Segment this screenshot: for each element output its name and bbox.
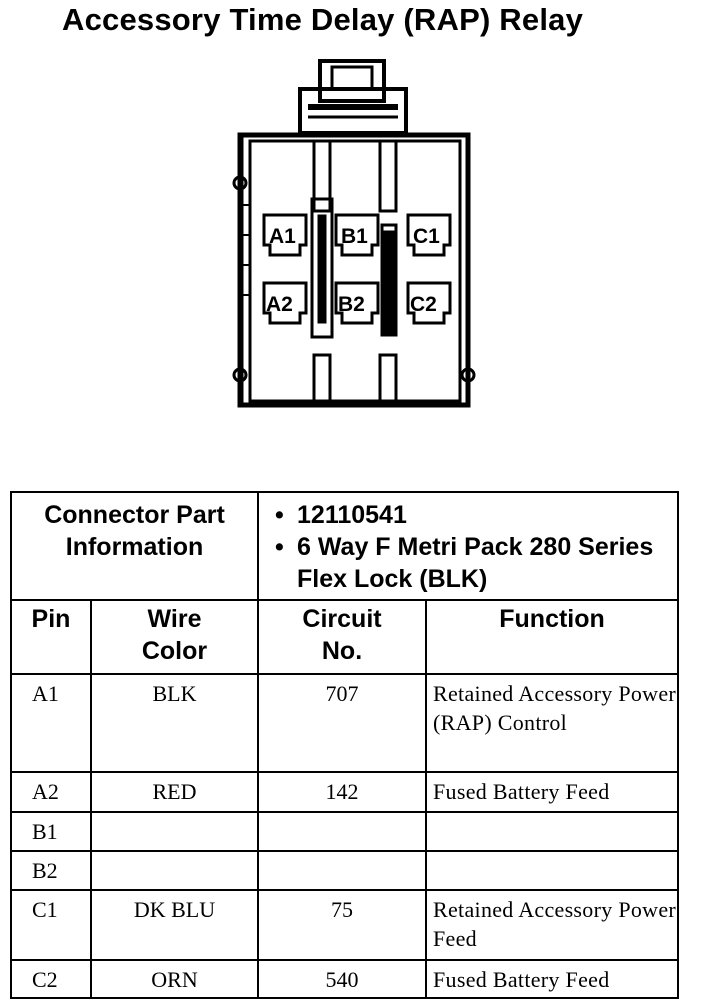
- connector-part-label-cell: Connector Part Information: [9, 491, 260, 601]
- header-circuit: Circuit No.: [302, 605, 382, 665]
- connector-part-label: Connector Part Information: [44, 501, 225, 561]
- cell-function: Retained Accessory Power (RAP) Control: [433, 681, 677, 735]
- cell-pin: B1: [32, 819, 58, 844]
- table-row: C1 DK BLU 75 Retained Accessory Power Fe…: [10, 889, 680, 961]
- cell-function: [427, 852, 677, 856]
- connector-part-info-cell: 12110541 6 Way F Metri Pack 280 Series F…: [257, 491, 680, 601]
- part-number: 12110541: [275, 499, 677, 531]
- cell-pin: A2: [32, 779, 59, 804]
- connector-drawing: A1 B1 C1 A2 B2 C2: [232, 59, 476, 408]
- header-pin: Pin: [31, 605, 71, 633]
- cell-pin: B2: [32, 858, 58, 883]
- cavity-b2: [334, 281, 380, 325]
- cell-circuit: 142: [325, 779, 359, 804]
- cavity-a2: [262, 281, 308, 325]
- connector-part-info-list: 12110541 6 Way F Metri Pack 280 Series F…: [259, 493, 677, 599]
- cell-wire-color: [92, 813, 257, 817]
- connector-part-row: Connector Part Information 12110541 6 Wa…: [9, 491, 680, 601]
- pin-label-a1: A1: [269, 225, 296, 248]
- cell-wire-color: DK BLU: [133, 897, 216, 922]
- connector-type: 6 Way F Metri Pack 280 Series Flex Lock …: [275, 531, 677, 595]
- cell-wire-color: RED: [152, 779, 197, 804]
- cavity-c2: [406, 281, 452, 325]
- pin-label-b1: B1: [341, 225, 368, 248]
- table-row: B1: [10, 811, 680, 852]
- table-row: A1 BLK 707 Retained Accessory Power (RAP…: [10, 673, 680, 773]
- cell-circuit: 540: [325, 967, 359, 992]
- diagram-title: Accessory Time Delay (RAP) Relay: [62, 2, 584, 37]
- cell-function: [427, 813, 677, 817]
- cell-pin: A1: [32, 681, 59, 706]
- header-wire-color: Wire Color: [141, 605, 208, 665]
- connector-info-table: Connector Part Information 12110541 6 Wa…: [9, 491, 680, 999]
- cell-circuit: 75: [331, 897, 354, 922]
- cell-wire-color: [92, 852, 257, 856]
- pin-label-c1: C1: [413, 225, 440, 248]
- table-row: B2: [10, 850, 680, 891]
- cell-function: Fused Battery Feed: [433, 967, 610, 992]
- cell-function: Retained Accessory Power Feed: [433, 897, 677, 951]
- pin-label-b2: B2: [338, 293, 365, 316]
- cavity-a1: [262, 213, 308, 257]
- connector-body: [232, 132, 476, 408]
- cell-pin: C1: [32, 897, 58, 922]
- pin-cavities: [262, 213, 452, 325]
- header-function: Function: [499, 605, 605, 633]
- pin-label-c2: C2: [410, 293, 437, 316]
- table-row: A2 RED 142 Fused Battery Feed: [10, 771, 680, 813]
- cavity-c1: [406, 213, 452, 257]
- cell-circuit: 707: [325, 681, 359, 706]
- connector-latch: [298, 59, 408, 135]
- cell-circuit: [259, 852, 425, 856]
- table-row: C2 ORN 540 Fused Battery Feed: [10, 959, 680, 999]
- cell-wire-color: ORN: [151, 967, 198, 992]
- cell-pin: C2: [32, 967, 58, 992]
- pin-label-a2: A2: [266, 293, 293, 316]
- cell-wire-color: BLK: [152, 681, 197, 706]
- column-header-row: Pin Wire Color Circuit No. Function: [10, 599, 680, 675]
- cell-circuit: [259, 813, 425, 817]
- cell-function: Fused Battery Feed: [433, 779, 610, 804]
- cavity-b1: [334, 213, 380, 257]
